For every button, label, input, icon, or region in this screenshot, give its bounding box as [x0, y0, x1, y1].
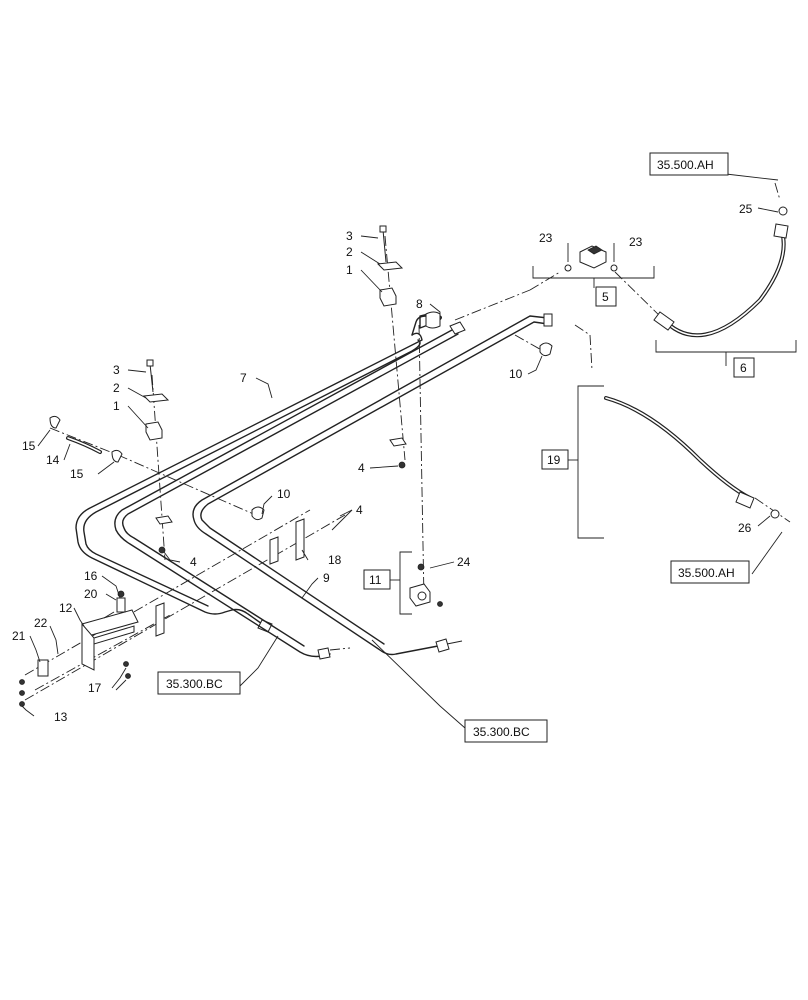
- callout-26: 26: [738, 521, 752, 535]
- callout-3-lower: 3: [113, 363, 120, 377]
- boxed-callout-5: 5: [595, 286, 617, 307]
- boxed-callout-6: 6: [733, 357, 755, 378]
- boxed-callout-11: 11: [363, 569, 391, 590]
- callout-3-upper: 3: [346, 229, 353, 243]
- callout-12: 12: [59, 601, 73, 615]
- callout-9: 9: [323, 571, 330, 585]
- hose-19: [604, 396, 780, 519]
- callout-10-right: 10: [509, 367, 523, 381]
- callout-4-lower: 4: [190, 555, 197, 569]
- callout-7: 7: [240, 371, 247, 385]
- reference-35-500-ah-top[interactable]: 35.500.AH: [649, 152, 729, 176]
- callout-23-right: 23: [629, 235, 643, 249]
- boxed-callout-19: 19: [541, 449, 569, 470]
- group-brackets: [388, 266, 797, 615]
- callout-10-middle: 10: [277, 487, 291, 501]
- hose-14: [49, 415, 123, 463]
- fitting-11: [409, 563, 443, 607]
- callout-4-upper: 4: [358, 461, 365, 475]
- svg-text:11: 11: [369, 573, 382, 587]
- reference-35-300-bc-left[interactable]: 35.300.BC: [157, 671, 241, 695]
- callout-8: 8: [416, 297, 423, 311]
- svg-text:6: 6: [740, 361, 747, 375]
- svg-text:35.300.BC: 35.300.BC: [473, 725, 530, 739]
- svg-text:35.500.AH: 35.500.AH: [678, 566, 735, 580]
- callout-13: 13: [54, 710, 68, 724]
- clamp-assembly-lower: [142, 359, 173, 554]
- bracket-12: [19, 590, 139, 707]
- callout-20: 20: [84, 587, 98, 601]
- svg-text:35.500.AH: 35.500.AH: [657, 158, 714, 172]
- callout-22: 22: [34, 616, 48, 630]
- callout-15-right: 15: [70, 467, 84, 481]
- reference-35-500-ah-right[interactable]: 35.500.AH: [670, 560, 750, 584]
- callout-1-upper: 1: [346, 263, 353, 277]
- tube-9: [192, 313, 553, 656]
- svg-text:35.300.BC: 35.300.BC: [166, 677, 223, 691]
- callout-2-upper: 2: [346, 245, 353, 259]
- callout-15-left: 15: [22, 439, 36, 453]
- callout-2-lower: 2: [113, 381, 120, 395]
- boxed-callouts: 5 6 19 11: [363, 286, 755, 590]
- clamp-assembly-upper: [376, 225, 407, 469]
- callout-21: 21: [12, 629, 26, 643]
- callout-24: 24: [457, 555, 471, 569]
- callout-17: 17: [88, 681, 102, 695]
- bracket-18: [155, 518, 305, 637]
- callout-14: 14: [46, 453, 60, 467]
- tube-8: [114, 311, 466, 660]
- clip-10: [251, 342, 553, 521]
- callout-25: 25: [739, 202, 753, 216]
- callout-1-lower: 1: [113, 399, 120, 413]
- callout-18: 18: [328, 553, 342, 567]
- reference-35-300-bc-right[interactable]: 35.300.BC: [464, 719, 548, 743]
- hose-6: [653, 206, 789, 338]
- callout-4-right: 4: [356, 503, 363, 517]
- assembly-centerlines: [24, 182, 791, 701]
- fitting-5: [564, 245, 618, 272]
- svg-text:5: 5: [602, 290, 609, 304]
- leader-lines: [21, 173, 783, 729]
- callout-labels: 3 2 1 3 2 1 7 8 9 10 10 4 4 4 15 14 15 1…: [12, 202, 753, 724]
- section-references[interactable]: 35.500.AH 35.500.AH 35.300.BC 35.300.BC: [157, 152, 750, 743]
- callout-16: 16: [84, 569, 98, 583]
- svg-text:19: 19: [547, 453, 561, 467]
- callout-23-left: 23: [539, 231, 553, 245]
